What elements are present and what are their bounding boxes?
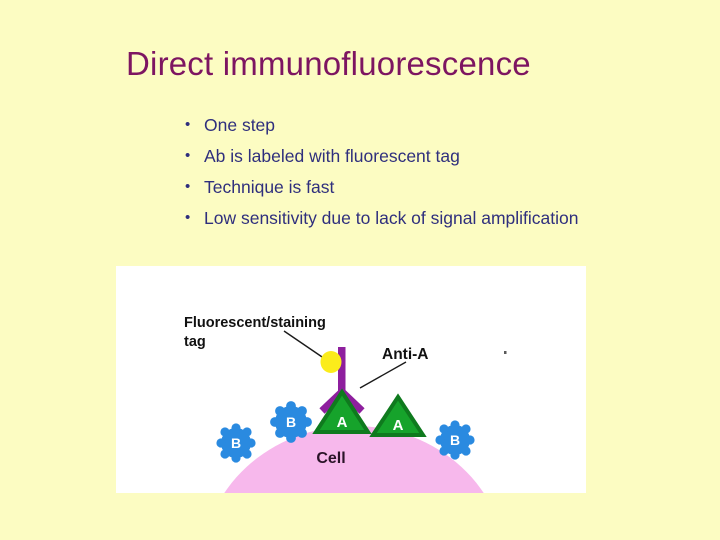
fluorescent-tag-dot [320,351,342,373]
cell-label: Cell [316,450,345,467]
fluorescent-tag-label-line1: Fluorescent/staining [184,315,326,331]
antigen-a-1: A [312,388,372,434]
cell-body-shape [224,426,484,493]
page-title: Direct immunofluorescence [126,45,531,82]
scan-artifact-speck [504,351,507,354]
list-item: Ab is labeled with fluorescent tag [185,140,685,172]
receptor-b-2: B [270,401,312,443]
receptor-b-1: B [216,423,256,463]
antigen-a-2: A [369,393,427,437]
list-item: Technique is fast [185,171,685,203]
diagram-image: A A B [116,266,586,493]
anti-a-label: Anti-A [382,346,429,363]
antigen-a-1-label: A [337,414,348,431]
receptor-b-3: B [435,420,475,460]
immunofluorescence-diagram: A A B [184,315,507,493]
fluorescent-tag-label-line2: tag [184,334,206,350]
antigen-a-2-label: A [393,417,404,434]
tag-leader-line [283,330,329,362]
receptor-b-1-label: B [231,435,241,451]
receptor-b-2-label: B [286,414,296,430]
antibody-leader-line [359,361,407,389]
receptor-b-3-label: B [450,432,460,448]
list-item: One step [185,109,685,141]
list-item: Low sensitivity due to lack of signal am… [185,202,685,234]
bullet-list: One step Ab is labeled with fluorescent … [185,109,685,234]
